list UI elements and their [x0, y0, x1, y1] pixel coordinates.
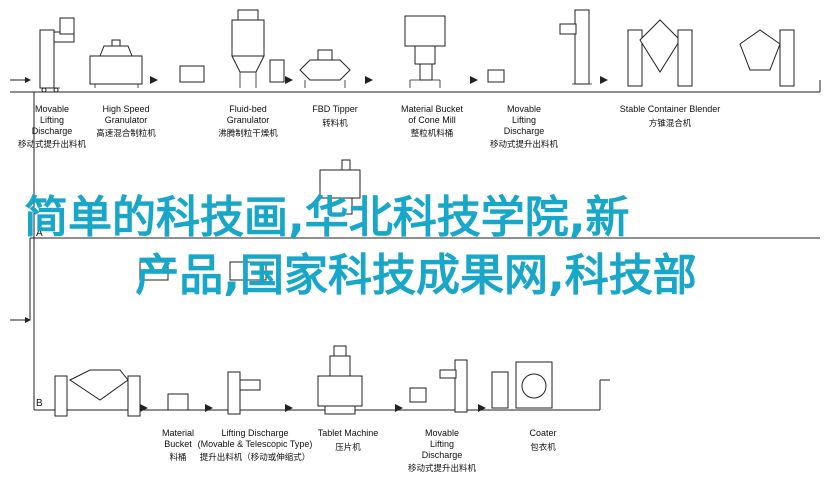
- label-cn: 移动式提升出料机: [18, 139, 87, 150]
- equipment-movable-lifting-discharge-row2: [409, 359, 468, 413]
- label-en2: Lifting: [430, 439, 454, 449]
- label-cn: 压片机: [335, 442, 361, 453]
- label-en2: Bucket: [164, 439, 192, 449]
- marker-b: B: [36, 398, 43, 409]
- label-cn: 方锥混合机: [649, 118, 692, 129]
- equipment-fluid-bed-granulator: [179, 9, 285, 88]
- label-en1: Stable Container Blender: [620, 104, 721, 114]
- label-cn: 移动式提升出料机: [408, 463, 477, 474]
- row1-labels: Movable Lifting Discharge 移动式提升出料机 High …: [18, 104, 720, 150]
- label-en1: High Speed: [102, 104, 149, 114]
- label-en2: Granulator: [105, 115, 148, 125]
- label-en3: Discharge: [32, 126, 73, 136]
- label-en2: (Movable & Telescopic Type): [198, 439, 313, 449]
- equipment-fbd-tipper: [299, 49, 351, 88]
- equipment-material-bucket-cone-mill: [404, 15, 446, 88]
- label-cn: 沸腾制粒干燥机: [218, 128, 278, 139]
- label-en1: Material: [162, 428, 194, 438]
- equipment-blender-row2: [54, 369, 141, 417]
- label-cn: 包衣机: [530, 442, 556, 453]
- label-en2: Lifting: [512, 115, 536, 125]
- label-cn: 转料机: [322, 118, 348, 129]
- equipment-middle-row: [139, 159, 361, 281]
- label-en2: of Cone Mill: [408, 115, 456, 125]
- label-en1: Tablet Machine: [318, 428, 379, 438]
- label-en1: Material Bucket: [401, 104, 464, 114]
- label-en1: Movable: [425, 428, 459, 438]
- equipment-coater: [491, 361, 553, 409]
- label-cn: 整粒机料桶: [411, 128, 454, 139]
- label-en1: FBD Tipper: [312, 104, 358, 114]
- row1-arrows: [150, 76, 608, 84]
- label-cn: 移动式提升出料机: [490, 139, 559, 150]
- marker-a: A: [36, 228, 43, 239]
- label-en3: Discharge: [504, 126, 545, 136]
- label-en3: Discharge: [422, 450, 463, 460]
- equipment-material-bucket-row2: [167, 393, 189, 411]
- overlay-title-line-1: 简单的科技画,华北科技学院,新: [24, 192, 630, 243]
- label-cn: 高速混合制粒机: [96, 128, 156, 139]
- label-en2: Lifting: [40, 115, 64, 125]
- equipment-lifting-discharge-row2: [227, 371, 261, 415]
- overlay-title-line-2: 产品,国家科技成果网,科技部: [135, 250, 697, 301]
- label-en1: Movable: [507, 104, 541, 114]
- equipment-stable-container-blender: [627, 19, 795, 87]
- label-en2: Granulator: [227, 115, 270, 125]
- equipment-movable-lifting-discharge-1: [39, 17, 75, 93]
- label-cn: 料桶: [169, 452, 186, 463]
- row2-arrows: [140, 404, 486, 412]
- label-en1: Lifting Discharge: [221, 428, 288, 438]
- label-en1: Fluid-bed: [229, 104, 267, 114]
- row2-labels: Material Bucket 料桶 Lifting Discharge (Mo…: [162, 428, 557, 474]
- label-cn: 提升出料机（移动或伸缩式）: [200, 452, 311, 463]
- equipment-movable-lifting-discharge-2: [487, 9, 592, 85]
- equipment-tablet-machine: [317, 345, 363, 415]
- equipment-high-speed-granulator: [89, 39, 143, 88]
- label-en1: Movable: [35, 104, 69, 114]
- label-en1: Coater: [529, 428, 556, 438]
- flow-lines: [10, 77, 821, 411]
